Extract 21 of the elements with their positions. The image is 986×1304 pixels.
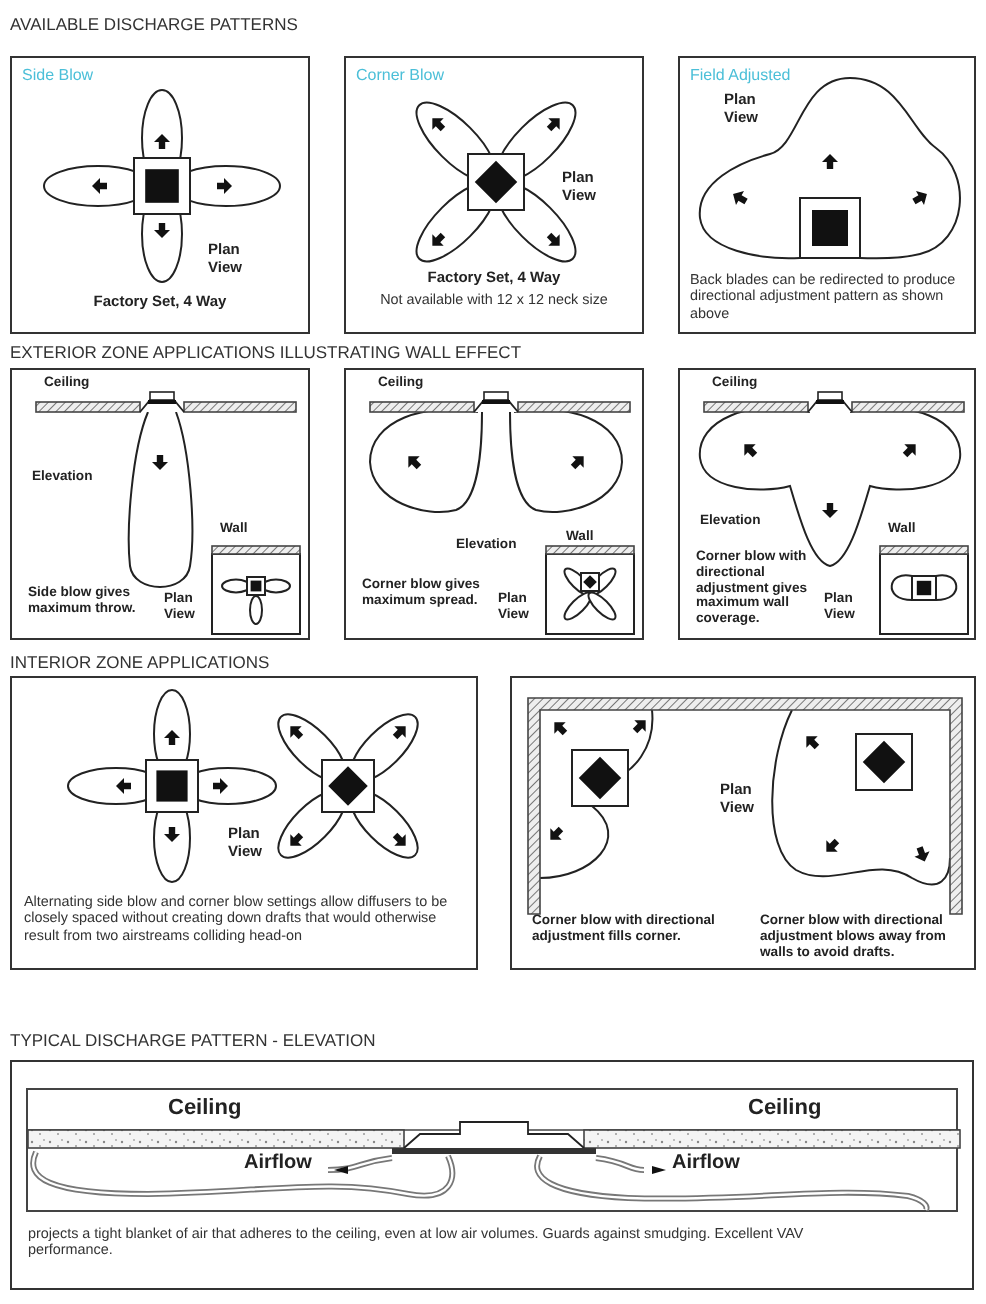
section-heading: TYPICAL DISCHARGE PATTERN - ELEVATION: [10, 1032, 376, 1052]
section-heading: EXTERIOR ZONE APPLICATIONS ILLUSTRATING WALL EFFECT: [10, 344, 522, 364]
panel-title: Side Blow: [22, 66, 96, 85]
elevation-frame: [26, 1088, 958, 1212]
diagram-panel: [10, 56, 310, 334]
diagram-panel: [344, 368, 644, 640]
panel-title: Field Adjusted: [690, 66, 793, 85]
ceiling-label: Ceiling: [168, 1096, 244, 1122]
panel-title: Corner Blow: [356, 66, 447, 85]
section-heading: INTERIOR ZONE APPLICATIONS: [10, 654, 270, 674]
diagram-panel: [344, 56, 644, 334]
diagram-panel: [678, 56, 976, 334]
section-heading: AVAILABLE DISCHARGE PATTERNS: [10, 16, 298, 36]
ceiling-label: Ceiling: [748, 1096, 824, 1122]
diagram-panel: [10, 1060, 974, 1290]
diagram-panel: [510, 676, 976, 970]
airflow-label: Airflow: [672, 1152, 742, 1175]
airflow-label: Airflow: [244, 1152, 314, 1175]
diagram-panel: [678, 368, 976, 640]
diagram-panel: [10, 368, 310, 640]
diagram-panel: [10, 676, 478, 970]
